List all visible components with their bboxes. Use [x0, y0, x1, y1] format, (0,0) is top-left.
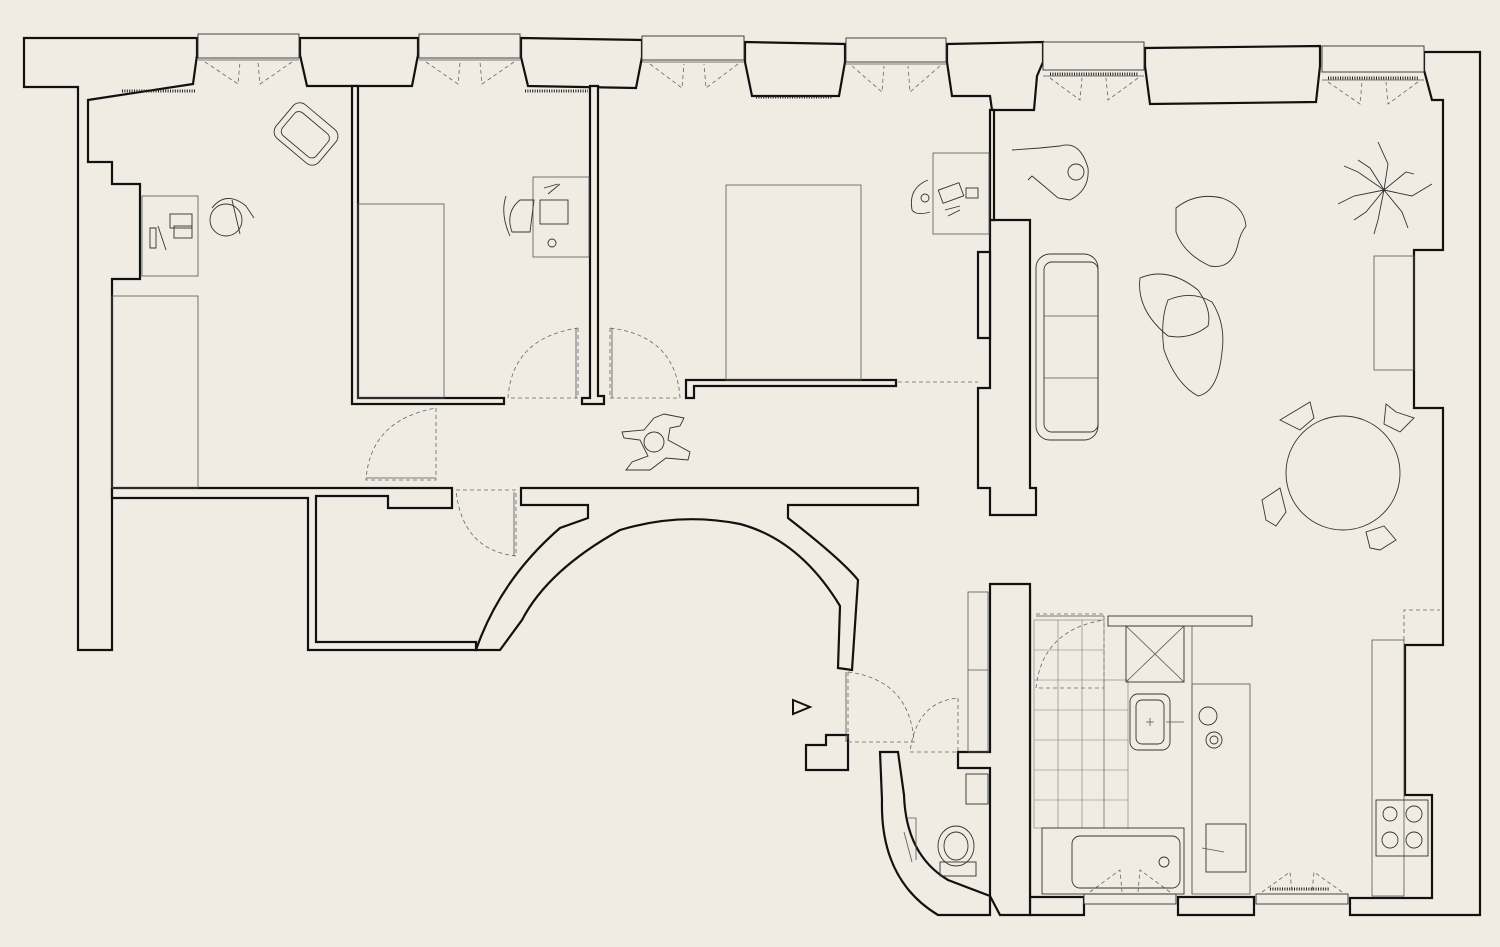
bed	[357, 203, 445, 399]
computer-desk	[539, 183, 569, 248]
window	[1042, 41, 1145, 101]
radiators	[122, 72, 1418, 891]
kitchen-counter	[1191, 683, 1251, 895]
washing-machine	[1198, 706, 1223, 749]
door-swing	[847, 671, 915, 743]
rug	[1139, 195, 1247, 397]
plant	[1337, 141, 1433, 235]
desk	[932, 152, 990, 235]
sideboard	[1373, 255, 1415, 371]
interior-walls	[110, 84, 996, 917]
exterior-walls	[22, 36, 1482, 917]
door-swing	[909, 697, 959, 753]
computer-desk	[149, 213, 193, 251]
tiles	[1033, 619, 1129, 829]
door-swing	[507, 327, 579, 399]
counter	[1107, 615, 1253, 627]
sofa	[1035, 253, 1099, 441]
office-chair	[910, 179, 931, 215]
window	[1321, 45, 1425, 105]
window	[197, 33, 300, 85]
office-chair	[503, 195, 535, 237]
door-swing	[1035, 613, 1105, 689]
sink	[1201, 823, 1247, 873]
window	[1083, 869, 1177, 905]
window	[1255, 871, 1349, 905]
dining-chair	[1261, 401, 1415, 551]
desk	[532, 176, 590, 258]
armchair	[273, 102, 339, 166]
person	[621, 413, 691, 471]
desk	[141, 195, 199, 277]
cooktop	[1375, 799, 1429, 857]
bathtub	[1041, 827, 1185, 895]
windows	[197, 33, 1425, 905]
washbasin	[965, 773, 989, 805]
shelf	[967, 591, 989, 753]
door-swing	[609, 327, 681, 399]
door-swing	[455, 489, 517, 557]
window	[418, 33, 521, 85]
kitchen-counter	[1371, 639, 1405, 897]
window	[845, 37, 947, 93]
bed	[111, 295, 199, 489]
furniture	[111, 102, 1433, 897]
shower	[1125, 625, 1185, 683]
person	[1011, 144, 1089, 201]
door-swing	[365, 407, 437, 481]
doors	[365, 327, 1440, 753]
washbasin	[1129, 693, 1184, 751]
entrance-arrow-icon	[792, 698, 813, 716]
dining-table	[1285, 415, 1401, 531]
toilet	[937, 825, 977, 877]
bed	[725, 184, 862, 381]
office-chair	[209, 198, 255, 237]
computer-desk	[937, 182, 979, 217]
window	[641, 35, 745, 89]
